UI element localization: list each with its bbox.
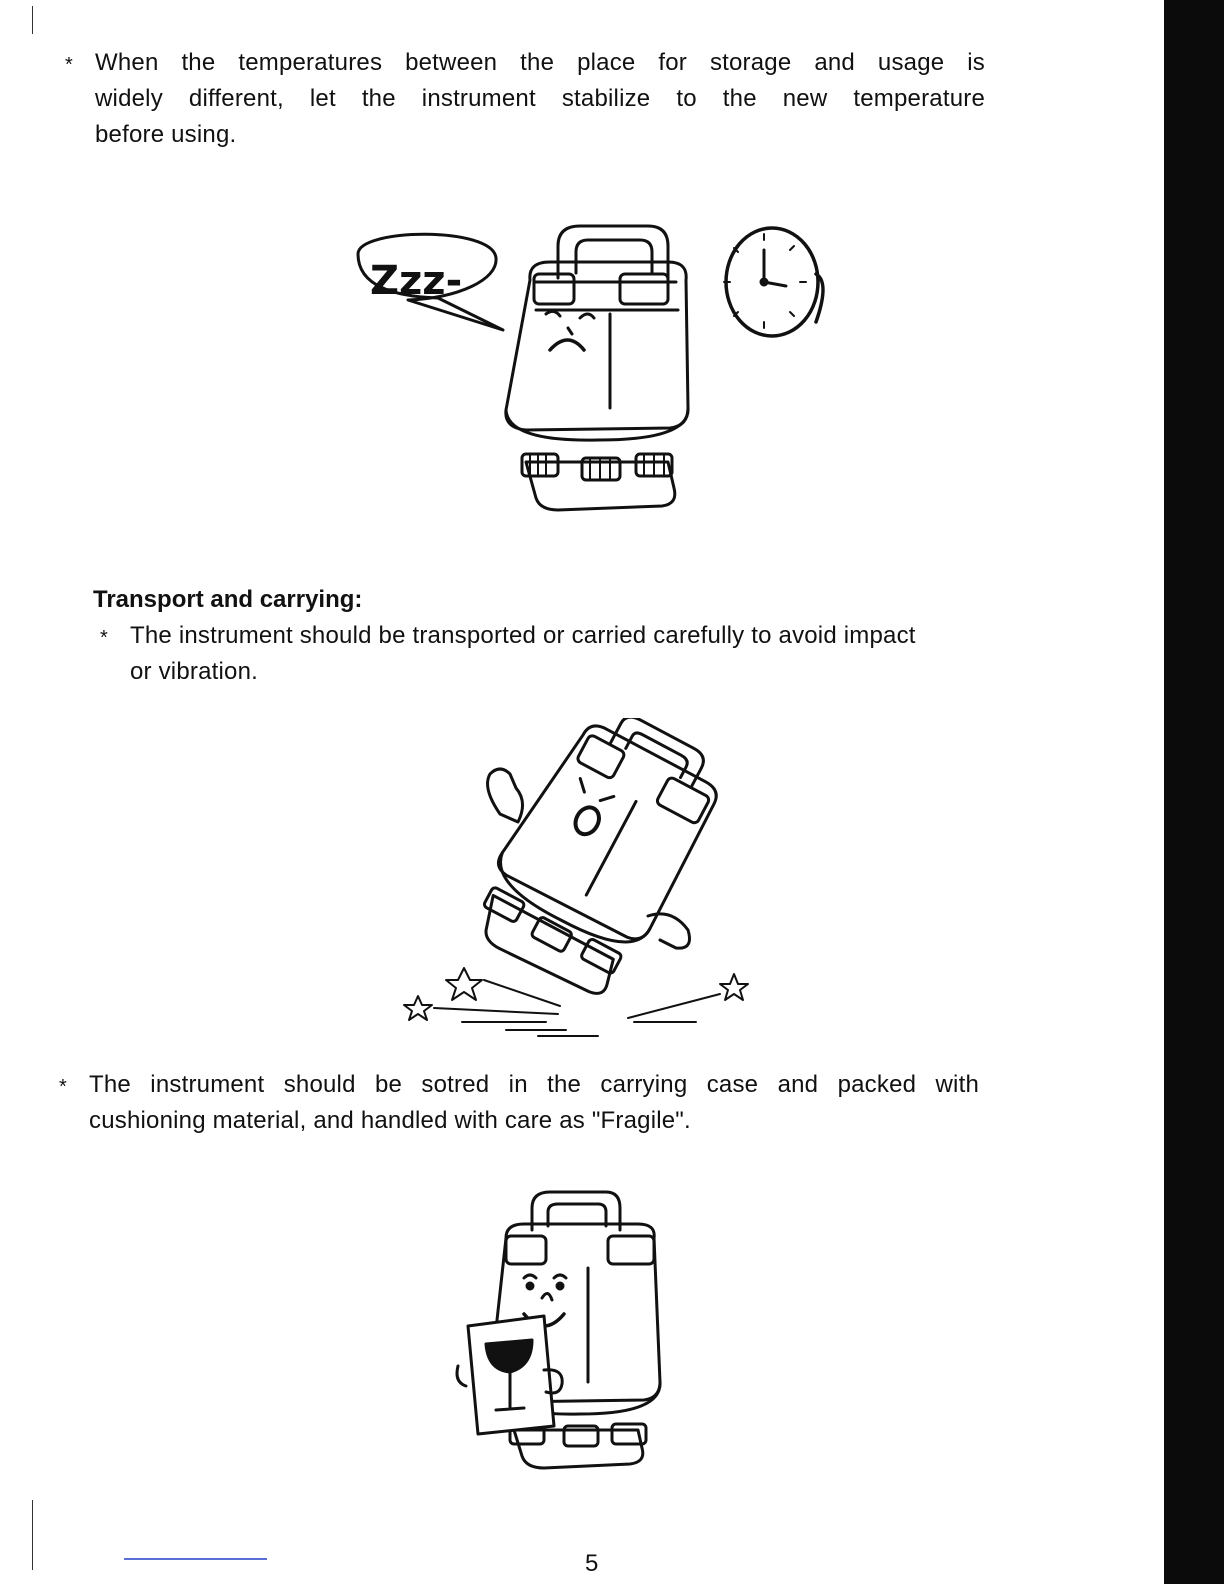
speech-bubble-text: Zzz- (370, 258, 462, 304)
paragraph-line: or vibration. (130, 658, 258, 685)
paragraph-line: widely different, let the instrument sta… (95, 85, 985, 112)
footer-rule (124, 1558, 267, 1560)
note-paragraph-temperature: * When the temperatures between the plac… (65, 45, 985, 153)
bullet-asterisk: * (100, 627, 108, 649)
paragraph-line: The instrument should be transported or … (130, 622, 916, 649)
section-heading: Transport and carrying: (93, 586, 363, 613)
page-number: 5 (585, 1550, 599, 1577)
paragraph-line: cushioning material, and handled with ca… (89, 1107, 691, 1134)
bullet-asterisk: * (65, 54, 73, 76)
paragraph-line: When the temperatures between the place … (95, 49, 985, 76)
page-edge-bar (1158, 0, 1224, 1584)
speech-bubble (356, 232, 505, 332)
paragraph-line: before using. (95, 121, 237, 148)
note-paragraph-fragile: * The instrument should be sotred in the… (59, 1067, 979, 1139)
illustration-sleeping-instrument: Zzz- (356, 224, 825, 512)
bullet-asterisk: * (59, 1076, 67, 1098)
note-paragraph-transport: * The instrument should be transported o… (100, 618, 1030, 690)
left-margin-mark (32, 6, 33, 34)
illustration-fragile-instrument (455, 1190, 662, 1470)
illustration-impact-instrument (403, 718, 749, 1037)
paragraph-line: The instrument should be sotred in the c… (89, 1071, 979, 1098)
left-margin-mark (32, 1500, 33, 1570)
